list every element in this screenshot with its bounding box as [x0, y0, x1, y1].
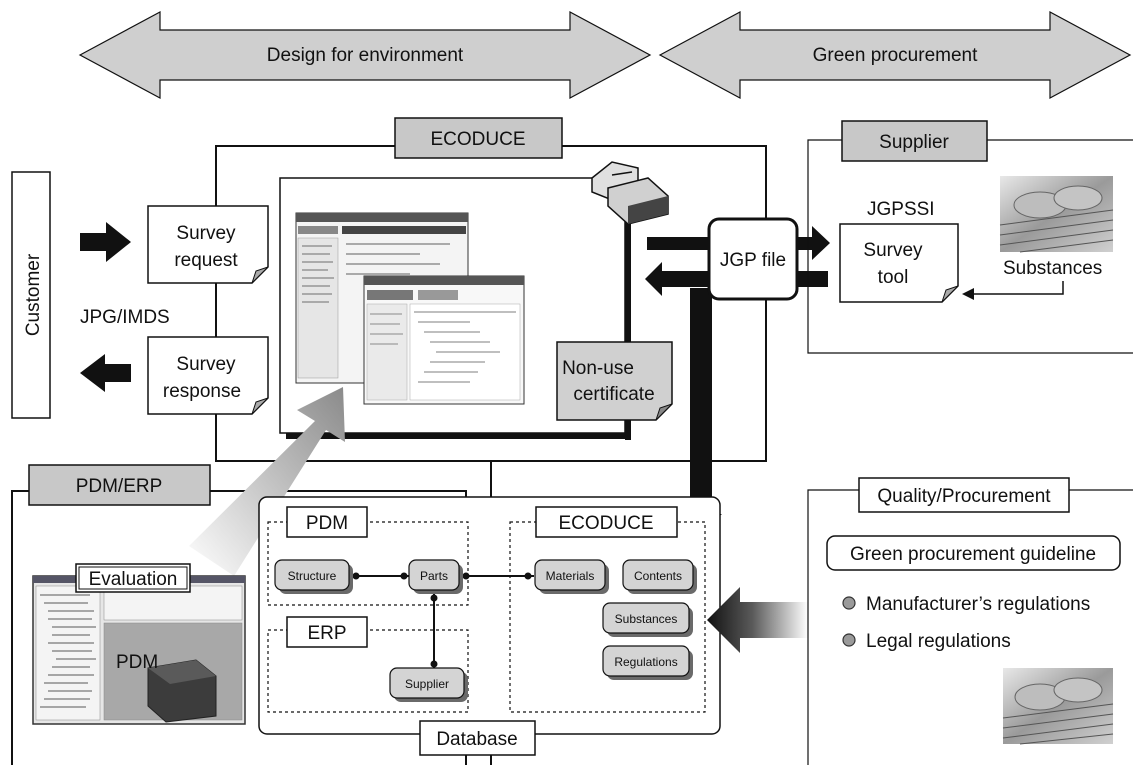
jgp-file-label: JGP file — [720, 250, 786, 271]
survey-request-doc: Survey request — [147, 205, 269, 284]
green-procurement-guideline-box: Green procurement guideline — [826, 535, 1121, 571]
node-regulations: Regulations — [602, 645, 693, 680]
banner-green-procurement: Green procurement — [658, 10, 1132, 100]
ecoduce-header: ECODUCE — [394, 117, 563, 159]
bullet-manufacturer-regulations: Manufacturer’s regulations — [842, 594, 1090, 615]
node-parts: Parts — [408, 559, 463, 594]
substances-feedback-arrow — [962, 281, 1064, 300]
pdm-screenshot-label: PDM — [116, 652, 158, 673]
ecoduce-title: ECODUCE — [430, 129, 525, 150]
evaluation-label-box: Evaluation — [75, 563, 191, 593]
quality-title: Quality/Procurement — [877, 486, 1051, 507]
survey-response-line-1: Survey — [176, 354, 236, 375]
node-substances: Substances — [602, 602, 693, 637]
banner-right-label: Green procurement — [813, 45, 978, 66]
survey-tool-line-2: tool — [878, 267, 909, 288]
customer-label: Customer — [23, 253, 44, 336]
typing-hands-photo-supplier — [999, 176, 1114, 253]
survey-tool-line-1: Survey — [863, 240, 923, 261]
bullet-dot-icon — [842, 633, 856, 647]
database-connectors — [350, 575, 534, 670]
node-supplier-label: Supplier — [405, 677, 449, 691]
database-erp-group — [267, 629, 469, 713]
non-use-line-1: Non-use — [562, 358, 634, 379]
node-materials: Materials — [534, 559, 609, 594]
pdm-screenshot: PDM — [32, 575, 246, 725]
quality-header: Quality/Procurement — [858, 477, 1070, 513]
guideline-label: Green procurement guideline — [850, 544, 1096, 565]
database-label: Database — [436, 729, 517, 750]
arrow-to-database — [680, 288, 722, 532]
jpg-imds-label: JPG/IMDS — [80, 307, 170, 328]
customer-box: Customer — [11, 171, 51, 419]
database-pdm-group — [267, 521, 469, 606]
database-label-box: Database — [419, 720, 536, 756]
survey-request-line-1: Survey — [176, 223, 236, 244]
arrow-quality-to-database — [707, 587, 808, 653]
node-structure-label: Structure — [288, 569, 337, 583]
node-contents: Contents — [622, 559, 697, 594]
pdm-erp-header: PDM/ERP — [28, 464, 211, 506]
node-supplier: Supplier — [389, 667, 468, 702]
supplier-header: Supplier — [841, 120, 988, 162]
node-materials-label: Materials — [546, 569, 595, 583]
evaluation-label: Evaluation — [89, 569, 178, 590]
banner-left-label: Design for environment — [267, 45, 464, 66]
pdm-erp-title: PDM/ERP — [76, 476, 163, 497]
node-regulations-label: Regulations — [614, 655, 677, 669]
banner-design-for-environment: Design for environment — [78, 10, 652, 100]
survey-response-line-2: response — [163, 381, 241, 402]
evaluation-gradient-arrow — [189, 387, 345, 576]
supplier-substances-label: Substances — [1003, 258, 1102, 279]
typing-hands-photo-quality — [1002, 668, 1114, 745]
database-erp-label: ERP — [307, 623, 346, 644]
printer-icon — [591, 161, 669, 225]
survey-request-line-2: request — [174, 250, 238, 271]
non-use-line-2: certificate — [573, 384, 654, 405]
database-ecoduce-label-box: ECODUCE — [535, 506, 678, 538]
node-substances-label: Substances — [615, 612, 678, 626]
database-ecoduce-label: ECODUCE — [558, 513, 653, 534]
ecoduce-window-screenshot-2 — [363, 275, 525, 405]
bullet-dot-icon — [842, 596, 856, 610]
arrow-from-survey-response — [80, 354, 131, 392]
jgpssi-label: JGPSSI — [867, 199, 935, 220]
bullet-legal-regulations: Legal regulations — [842, 631, 1011, 652]
non-use-certificate-note: Non-use certificate — [556, 341, 673, 421]
jgp-file-box: JGP file — [707, 217, 799, 301]
bullet-2-label: Legal regulations — [866, 631, 1011, 652]
database-erp-label-box: ERP — [286, 616, 368, 648]
survey-tool-doc: Survey tool — [839, 223, 959, 303]
node-contents-label: Contents — [634, 569, 682, 583]
survey-response-doc: Survey response — [147, 336, 269, 415]
arrow-to-survey-request — [80, 222, 131, 262]
node-structure: Structure — [274, 559, 353, 594]
supplier-title: Supplier — [879, 132, 949, 153]
bullet-1-label: Manufacturer’s regulations — [866, 594, 1090, 615]
database-pdm-label-box: PDM — [286, 506, 368, 538]
node-parts-label: Parts — [420, 569, 448, 583]
database-pdm-label: PDM — [306, 513, 348, 534]
